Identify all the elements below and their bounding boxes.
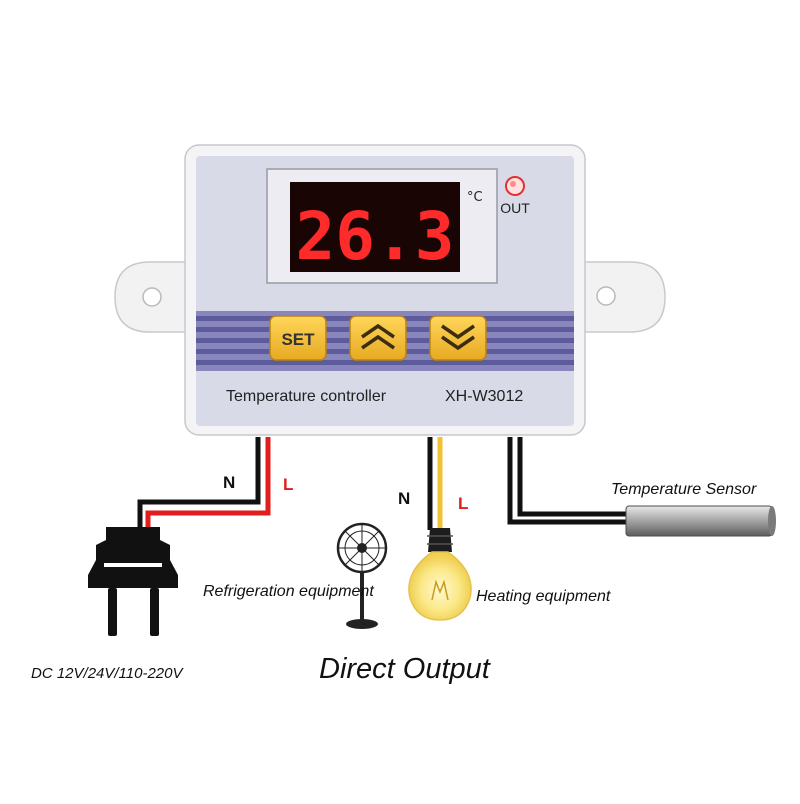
- sensor-label: Temperature Sensor: [611, 481, 757, 498]
- temperature-readout: 26.3: [296, 198, 455, 275]
- display-window: [290, 182, 460, 272]
- up-button[interactable]: [349, 315, 407, 361]
- output-wires: [427, 437, 443, 530]
- mounting-ear-left: [114, 261, 201, 333]
- power-n-label: N: [223, 473, 236, 492]
- out-label: OUT: [500, 200, 530, 216]
- chevron-down-double-icon: [441, 324, 475, 351]
- set-button[interactable]: SET: [269, 315, 327, 361]
- chevron-up-double-icon: [361, 323, 395, 350]
- power-spec-label: DC 12V/24V/110-220V: [31, 665, 183, 682]
- device-model: XH-W3012: [445, 388, 523, 405]
- fan-icon: [336, 522, 388, 629]
- light-bulb-icon: [408, 528, 472, 621]
- output-l-label: L: [458, 494, 469, 513]
- device-caption: Temperature controller: [226, 388, 387, 405]
- output-n-label: N: [398, 489, 411, 508]
- power-l-label: L: [283, 475, 294, 494]
- down-button[interactable]: [429, 315, 487, 361]
- unit-label: °C: [467, 190, 483, 205]
- mounting-ear-right: [579, 261, 666, 333]
- sensor-wires: [507, 437, 630, 525]
- temperature-sensor-probe: [625, 505, 776, 537]
- set-button-label: SET: [281, 330, 315, 349]
- power-plug-icon: [88, 527, 178, 636]
- refrigeration-label: Refrigeration equipment: [203, 583, 374, 600]
- diagram-title: Direct Output: [319, 653, 490, 685]
- led-highlight: [510, 181, 516, 187]
- power-wires: [137, 437, 271, 528]
- heating-label: Heating equipment: [476, 588, 611, 605]
